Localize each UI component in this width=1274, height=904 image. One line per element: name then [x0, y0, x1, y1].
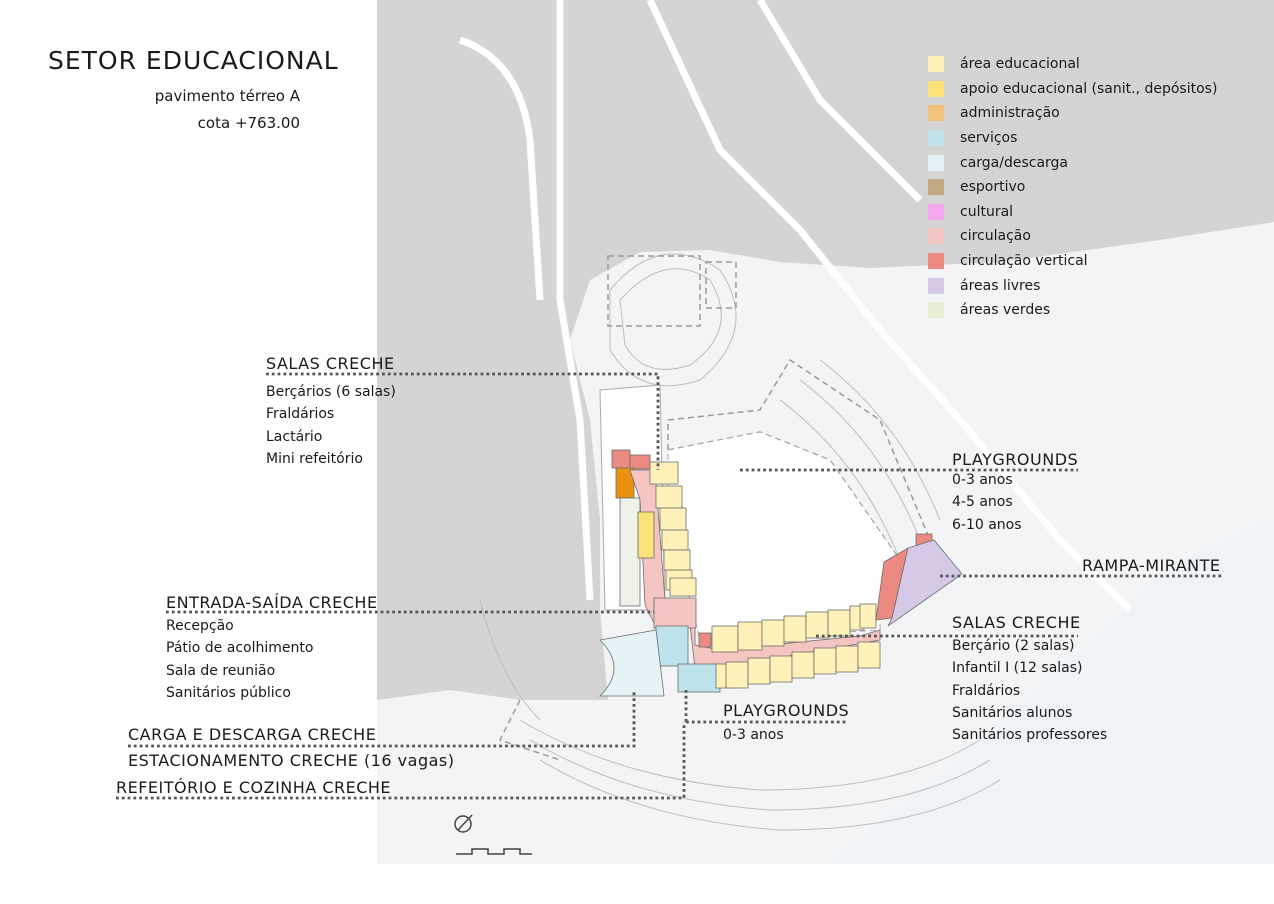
legend-swatch	[928, 228, 944, 245]
label-item: Fraldários	[952, 682, 1021, 699]
legend-label: áreas verdes	[960, 302, 1051, 319]
legend-swatch	[928, 302, 944, 319]
label-item: Mini refeitório	[266, 450, 363, 467]
legend-item: apoio educacional (sanit., depósitos)	[928, 77, 1217, 102]
label-item: 4-5 anos	[952, 494, 1013, 511]
label-heading: CARGA E DESCARGA CRECHE	[128, 725, 377, 744]
legend-label: cultural	[960, 203, 1014, 220]
legend-label: área educacional	[960, 56, 1080, 73]
label-heading: REFEITÓRIO E COZINHA CRECHE	[116, 778, 392, 797]
legend-item: carga/descarga	[928, 150, 1217, 175]
legend-label: esportivo	[960, 179, 1026, 196]
label-playgrounds-right: PLAYGROUNDS 0-3 anos 4-5 anos 6-10 anos	[952, 450, 1078, 536]
legend-label: circulação	[960, 228, 1031, 245]
legend-swatch	[928, 277, 944, 294]
label-item: 0-3 anos	[723, 727, 784, 743]
legend-label: serviços	[960, 130, 1018, 147]
label-estacionamento: ESTACIONAMENTO CRECHE (16 vagas)	[128, 751, 455, 770]
legend-swatch	[928, 203, 944, 220]
legend-item: circulação vertical	[928, 249, 1217, 274]
legend-item: área educacional	[928, 52, 1217, 77]
legend-swatch	[928, 80, 944, 97]
label-item: Pátio de acolhimento	[166, 640, 314, 657]
legend-label: áreas livres	[960, 277, 1041, 294]
legend-swatch	[928, 154, 944, 171]
label-entrada-saida: ENTRADA-SAÍDA CRECHE Recepção Pátio de a…	[166, 593, 378, 704]
legend-swatch	[928, 130, 944, 147]
leader-lines	[116, 372, 1222, 800]
label-rampa-mirante: RAMPA-MIRANTE	[1082, 556, 1221, 575]
label-refeitorio: REFEITÓRIO E COZINHA CRECHE	[116, 778, 391, 797]
label-heading: PLAYGROUNDS	[952, 450, 1079, 469]
label-item: Recepção	[166, 618, 234, 634]
legend-item: circulação	[928, 224, 1217, 249]
subtitle-elevation: cota +763.00	[197, 114, 300, 132]
legend-swatch	[928, 56, 944, 73]
subtitle-floor: pavimento térreo A	[154, 87, 300, 105]
label-item: Sanitários alunos	[952, 704, 1073, 721]
label-item: Sala de reunião	[166, 662, 276, 679]
legend-label: carga/descarga	[960, 154, 1069, 171]
north-arrow-icon	[454, 814, 473, 833]
label-heading: PLAYGROUNDS	[723, 701, 850, 720]
legend-swatch	[928, 179, 944, 196]
program-zones	[599, 449, 963, 697]
terrain-dark	[377, 0, 1274, 700]
legend-item: esportivo	[928, 175, 1217, 200]
label-item: Infantil I (12 salas)	[952, 660, 1083, 677]
roads	[458, 0, 1133, 613]
water-area	[830, 520, 1274, 864]
label-heading: SALAS CRECHE	[952, 613, 1081, 632]
label-item: Sanitários professores	[952, 727, 1108, 744]
legend-label: circulação vertical	[960, 253, 1088, 270]
legend-item: cultural	[928, 200, 1217, 225]
label-item: 6-10 anos	[952, 516, 1022, 533]
label-carga-descarga: CARGA E DESCARGA CRECHE	[128, 725, 376, 744]
contour-lines	[479, 253, 1001, 831]
legend-item: administração	[928, 101, 1217, 126]
label-salas-creche-top: SALAS CRECHE Berçários (6 salas) Fraldár…	[266, 354, 396, 470]
label-heading: ENTRADA-SAÍDA CRECHE	[166, 593, 378, 612]
label-item: Sanitários público	[166, 684, 291, 701]
legend-swatch	[928, 105, 944, 122]
legend: área educacional apoio educacional (sani…	[928, 52, 1217, 323]
label-heading: RAMPA-MIRANTE	[1082, 556, 1221, 575]
label-heading: SALAS CRECHE	[266, 354, 395, 373]
label-item: Berçário (2 salas)	[952, 638, 1075, 654]
label-item: Lactário	[266, 428, 323, 445]
legend-label: apoio educacional (sanit., depósitos)	[960, 80, 1218, 97]
label-item: Berçários (6 salas)	[266, 384, 396, 400]
legend-swatch	[928, 253, 944, 270]
label-playgrounds-bottom: PLAYGROUNDS 0-3 anos	[723, 701, 849, 746]
legend-item: áreas livres	[928, 273, 1217, 298]
label-item: Fraldários	[266, 406, 335, 423]
legend-label: administração	[960, 105, 1060, 122]
label-item: 0-3 anos	[952, 472, 1013, 488]
label-salas-creche-bottom: SALAS CRECHE Berçário (2 salas) Infantil…	[952, 613, 1107, 746]
legend-item: áreas verdes	[928, 298, 1217, 323]
legend-item: serviços	[928, 126, 1217, 151]
page-title: SETOR EDUCACIONAL	[48, 46, 339, 75]
scale-bar-icon	[456, 848, 532, 855]
label-heading: ESTACIONAMENTO CRECHE (16 vagas)	[128, 751, 455, 770]
